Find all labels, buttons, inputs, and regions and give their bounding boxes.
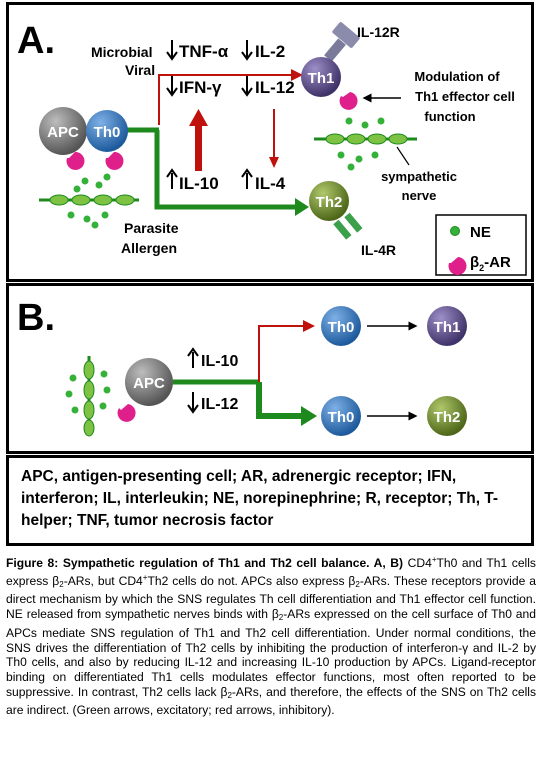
th0-bottom-label: Th0 xyxy=(328,409,355,426)
panel-a: A. Microbial Viral TNF-α IL-2 IFN-γ IL-1… xyxy=(6,2,534,282)
caption-superscript: + xyxy=(142,572,148,582)
sympathetic-nerve-icon xyxy=(39,194,139,206)
ne-vesicles xyxy=(67,173,111,229)
modulation-line-1: Modulation of xyxy=(414,69,500,84)
stimulus-allergen: Allergen xyxy=(121,240,177,256)
nerve-label-1: sympathetic xyxy=(381,169,457,184)
cytokine-il-12: IL-12 xyxy=(255,78,295,97)
caption-superscript: + xyxy=(431,555,437,564)
panel-a-label: A. xyxy=(17,20,55,62)
apc-label: APC xyxy=(47,124,79,141)
il4r-label: IL-4R xyxy=(361,242,396,258)
cytokine-il-10: IL-10 xyxy=(179,174,219,193)
th1-cell xyxy=(301,57,341,97)
down-arrow-icon xyxy=(166,40,178,61)
cytokine-il-4: IL-4 xyxy=(255,174,286,193)
figure-caption: Figure 8: Sympathetic regulation of Th1 … xyxy=(6,553,536,718)
apc-cell xyxy=(125,358,173,406)
green-arrow-head-icon xyxy=(301,406,317,426)
ne-legend-icon xyxy=(450,226,460,236)
th2-label: Th2 xyxy=(316,194,343,211)
abbreviations-box: APC, antigen-presenting cell; AR, adrene… xyxy=(6,455,534,546)
modulation-line-3: function xyxy=(424,109,475,124)
panel-b-diagram: B. APC IL-10 xyxy=(17,297,467,437)
down-arrow-icon xyxy=(166,75,178,97)
th0-label: Th0 xyxy=(94,124,121,141)
apc-cell xyxy=(39,107,87,155)
th2-label: Th2 xyxy=(434,409,461,426)
red-inhibitory-arrow xyxy=(258,320,315,382)
cytokine-tnf-alpha: TNF-α xyxy=(179,42,229,61)
apc-label: APC xyxy=(133,375,165,392)
b2-ar-receptor-icon xyxy=(117,404,136,422)
up-arrow-icon xyxy=(241,168,253,189)
red-up-arrow-icon xyxy=(189,109,208,171)
panel-b-label: B. xyxy=(17,297,55,339)
th2-cell xyxy=(309,181,349,221)
th0-cell xyxy=(86,110,128,152)
th1-label: Th1 xyxy=(434,319,461,336)
cytokine-il-2: IL-2 xyxy=(255,42,285,61)
stimulus-parasite: Parasite xyxy=(124,220,179,236)
th0-cell xyxy=(321,396,361,436)
abbreviations-text: APC, antigen-presenting cell; AR, adrene… xyxy=(21,468,499,529)
caption-text: -ARs, but CD4 xyxy=(63,573,143,588)
il12r-receptor-icon xyxy=(324,22,360,62)
down-arrow-icon xyxy=(241,40,253,61)
caption-subscript: 2 xyxy=(227,690,232,700)
b2-ar-legend-icon xyxy=(448,257,467,275)
panel-b: B. APC IL-10 xyxy=(6,283,534,454)
modulation-line-2: Th1 effector cell xyxy=(415,89,515,104)
nerve-label-2: nerve xyxy=(402,188,437,203)
red-inhibitory-arrow xyxy=(158,69,303,125)
green-arrow-head-icon xyxy=(295,198,309,216)
cytokine-il-10: IL-10 xyxy=(201,353,238,370)
sympathetic-nerve-icon xyxy=(83,356,95,437)
th0-top-label: Th0 xyxy=(328,319,355,336)
caption-text: -ARs. These receptors provide a direct m… xyxy=(6,573,536,622)
b2-ar-receptor-icon xyxy=(66,151,85,170)
red-down-arrow-icon xyxy=(269,109,279,168)
up-arrow-icon xyxy=(187,347,199,368)
legend-b2ar-label: β2-AR xyxy=(470,254,511,273)
sympathetic-nerve-icon xyxy=(314,133,417,145)
nerve-pointer-line xyxy=(396,146,410,166)
b2-ar-receptor-icon xyxy=(339,92,358,110)
th1-label: Th1 xyxy=(308,70,335,87)
caption-text: -ARs, and therefore, the effects of the … xyxy=(6,684,537,718)
panel-a-diagram: A. Microbial Viral TNF-α IL-2 IFN-γ IL-1… xyxy=(17,20,527,276)
caption-subscript: 2 xyxy=(278,613,284,623)
th1-cell xyxy=(427,306,467,346)
ne-vesicles xyxy=(65,370,111,414)
up-arrow-icon xyxy=(166,168,178,189)
il12r-label: IL-12R xyxy=(357,24,400,40)
b2-ar-receptor-icon xyxy=(105,151,124,170)
green-excitatory-arrow xyxy=(154,130,299,210)
caption-subscript: 2 xyxy=(355,579,360,589)
stimulus-microbial: Microbial xyxy=(91,44,152,60)
th0-cell xyxy=(321,306,361,346)
caption-subscript: 2 xyxy=(59,579,64,589)
legend: NE β2-AR xyxy=(435,214,527,276)
caption-text: Th0 and Th1 cells express β xyxy=(6,556,536,588)
down-arrow-icon xyxy=(187,392,199,414)
stimulus-viral: Viral xyxy=(125,62,155,78)
green-excitatory-arrow xyxy=(256,382,305,419)
th2-cell xyxy=(427,396,467,436)
caption-title: Figure 8: Sympathetic regulation of Th1 … xyxy=(6,556,404,570)
il4r-receptor-icon xyxy=(333,212,363,240)
cytokine-ifn-gamma: IFN-γ xyxy=(179,78,222,97)
cytokine-il-12: IL-12 xyxy=(201,396,238,413)
legend-ne-label: NE xyxy=(470,224,491,241)
caption-text: CD4 xyxy=(403,556,432,570)
caption-text: Th2 cells do not. APCs also express β xyxy=(147,573,356,588)
caption-text: -ARs expressed on the cell surface of Th… xyxy=(6,607,536,699)
ne-vesicles xyxy=(337,117,385,171)
down-arrow-icon xyxy=(241,75,253,97)
